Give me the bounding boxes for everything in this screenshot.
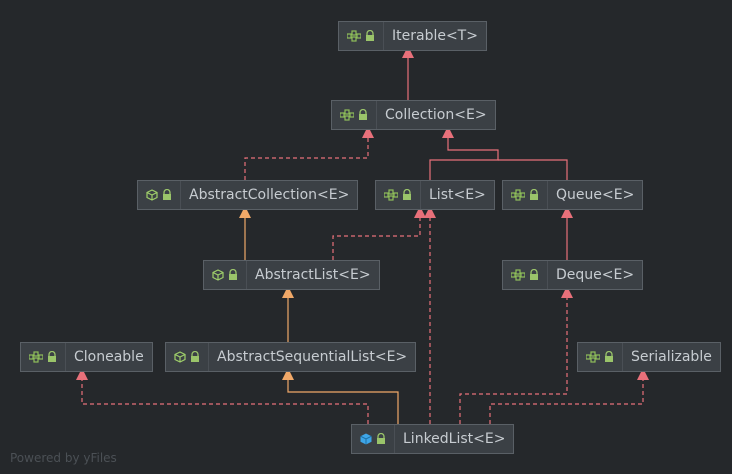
class-icon (352, 425, 395, 453)
node-abstract-list[interactable]: AbstractList<E> (203, 260, 380, 290)
node-abstract-collection[interactable]: AbstractCollection<E> (137, 180, 359, 210)
node-label: LinkedList<E> (403, 431, 506, 447)
node-iterable[interactable]: Iterable<T> (338, 21, 487, 51)
interface-icon (339, 22, 384, 50)
edge-list-collection (429, 126, 499, 180)
lock-icon (366, 30, 374, 41)
lock-icon (48, 351, 56, 362)
abstract-class-icon (166, 343, 209, 371)
node-label: AbstractSequentialList<E> (217, 349, 408, 365)
edge-abstractlist-list (332, 206, 426, 260)
node-label: Iterable<T> (392, 28, 478, 44)
lock-icon (605, 351, 613, 362)
edge-linkedlist-cloneable (76, 368, 369, 424)
edge-abstractcollection-collection (244, 126, 374, 180)
lock-icon (530, 269, 538, 280)
lock-icon (163, 189, 171, 200)
edge-linkedlist-serializable (489, 368, 649, 424)
node-label: Cloneable (74, 349, 144, 365)
edge-linkedlist-abstractsequentiallist (282, 368, 399, 424)
interface-icon (376, 181, 421, 209)
lock-icon (377, 433, 385, 444)
interface-icon (503, 181, 548, 209)
interface-icon (21, 343, 66, 371)
lock-icon (359, 109, 367, 120)
lock-icon (403, 189, 411, 200)
node-label: AbstractCollection<E> (189, 187, 350, 203)
abstract-class-icon (204, 261, 247, 289)
node-abstract-sequential-list[interactable]: AbstractSequentialList<E> (165, 342, 417, 372)
interface-icon (332, 101, 377, 129)
lock-icon (229, 269, 237, 280)
node-label: Deque<E> (556, 267, 635, 283)
edge-queue-collection (498, 159, 568, 180)
node-label: List<E> (429, 187, 486, 203)
node-label: AbstractList<E> (255, 267, 371, 283)
node-cloneable[interactable]: Cloneable (20, 342, 153, 372)
node-linked-list[interactable]: LinkedList<E> (351, 424, 515, 454)
node-serializable[interactable]: Serializable (577, 342, 721, 372)
watermark: Powered by yFiles (10, 451, 117, 465)
node-label: Collection<E> (385, 107, 487, 123)
node-list[interactable]: List<E> (375, 180, 495, 210)
interface-icon (503, 261, 548, 289)
lock-icon (530, 189, 538, 200)
node-queue[interactable]: Queue<E> (502, 180, 644, 210)
node-label: Queue<E> (556, 187, 635, 203)
edge-linkedlist-deque (459, 286, 573, 424)
lock-icon (191, 351, 199, 362)
node-label: Serializable (631, 349, 712, 365)
node-collection[interactable]: Collection<E> (331, 100, 496, 130)
abstract-class-icon (138, 181, 181, 209)
interface-icon (578, 343, 623, 371)
node-deque[interactable]: Deque<E> (502, 260, 644, 290)
